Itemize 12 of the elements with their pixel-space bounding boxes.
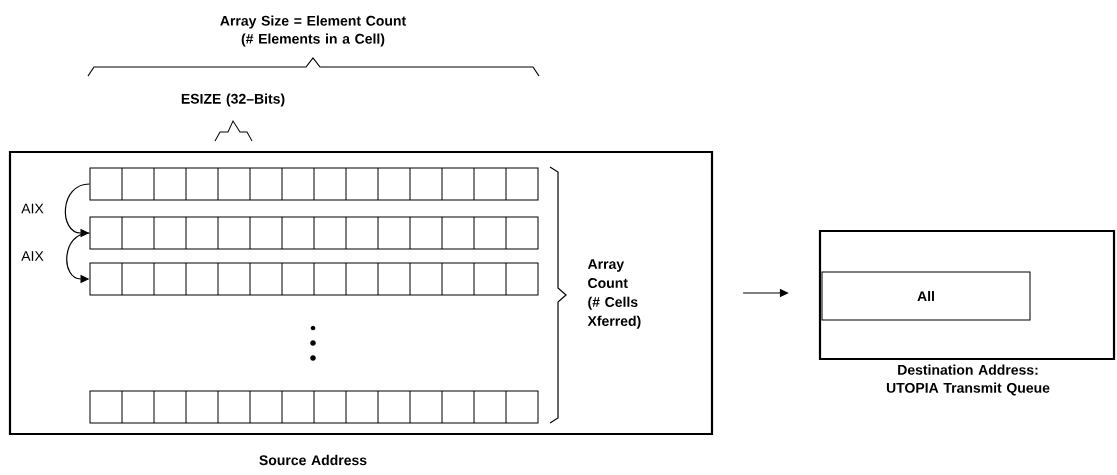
dimension-label: Array Size = Element Count (# Elements in a Cell) <box>220 15 406 47</box>
edge-label: AIX <box>21 203 44 214</box>
dimension-label: Array Count (# Cells Xferred) <box>587 259 641 329</box>
cell-array-row <box>89 167 539 201</box>
slot-box: All <box>821 271 1031 321</box>
node-label: Destination Address: UTOPIA Transmit Queue <box>886 364 1050 396</box>
cell-array-row <box>89 216 539 250</box>
cell-array-row <box>89 262 539 296</box>
dimension-label: ESIZE (32–Bits) <box>181 93 285 107</box>
edge-label: AIX <box>21 251 44 261</box>
node-label: Source Address <box>259 454 367 466</box>
cell-array-row <box>89 390 539 424</box>
